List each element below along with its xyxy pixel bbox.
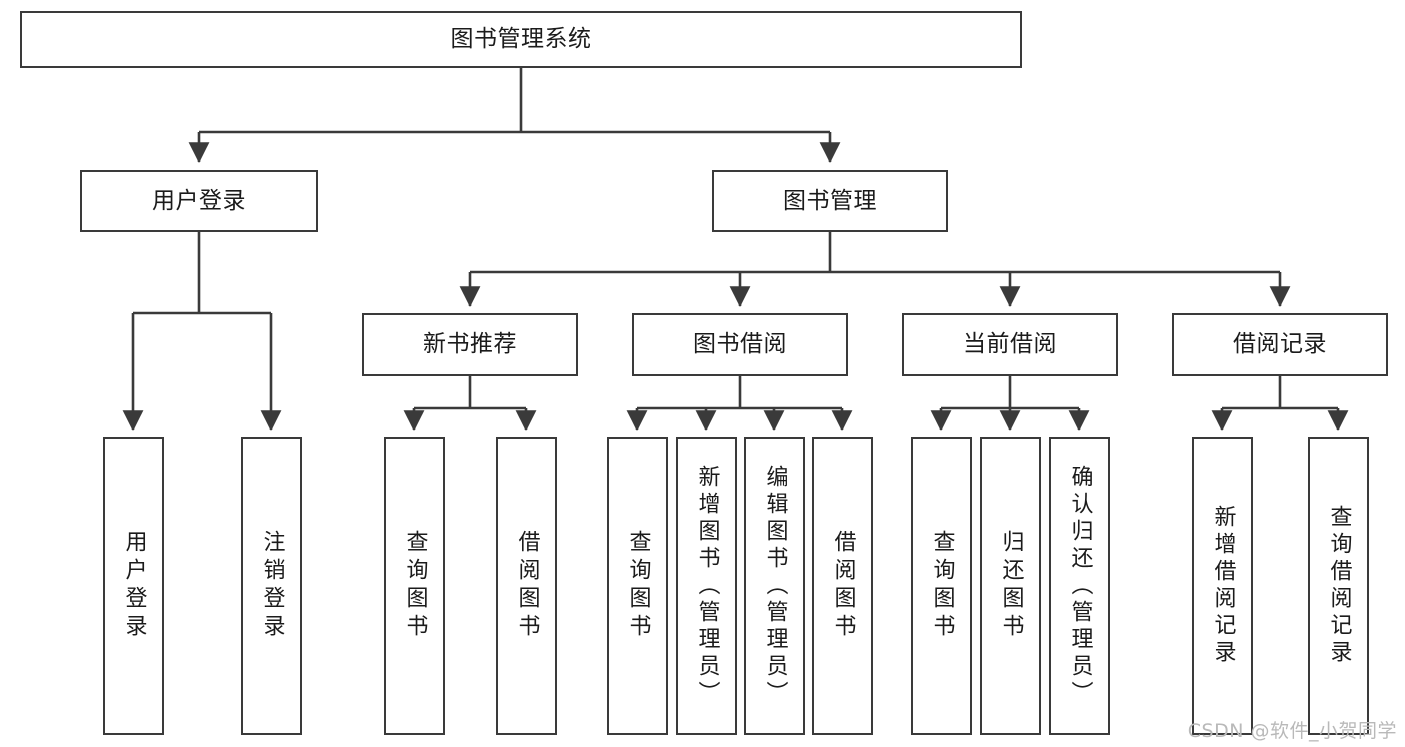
node-leaf-confirm-return-admin-label: 确认归还（管理员） bbox=[1067, 464, 1093, 708]
node-leaf-query-book-2-label: 查询图书 bbox=[625, 530, 651, 642]
node-leaf-query-borrow-record-label: 查询借阅记录 bbox=[1326, 505, 1352, 667]
node-leaf-query-borrow-record[interactable]: 查询借阅记录 bbox=[1308, 437, 1369, 735]
node-leaf-logout[interactable]: 注销登录 bbox=[241, 437, 302, 735]
node-leaf-return-book-label: 归还图书 bbox=[998, 530, 1024, 642]
node-user-login[interactable]: 用户登录 bbox=[80, 170, 318, 232]
node-leaf-add-borrow-record[interactable]: 新增借阅记录 bbox=[1192, 437, 1253, 735]
node-leaf-logout-label: 注销登录 bbox=[259, 530, 285, 642]
node-current-borrow[interactable]: 当前借阅 bbox=[902, 313, 1118, 376]
node-borrow-record[interactable]: 借阅记录 bbox=[1172, 313, 1388, 376]
node-root-label: 图书管理系统 bbox=[450, 26, 592, 53]
node-leaf-query-book-2[interactable]: 查询图书 bbox=[607, 437, 668, 735]
node-book-management[interactable]: 图书管理 bbox=[712, 170, 948, 232]
node-leaf-return-book[interactable]: 归还图书 bbox=[980, 437, 1041, 735]
node-leaf-user-login[interactable]: 用户登录 bbox=[103, 437, 164, 735]
node-leaf-add-book-admin-label: 新增图书（管理员） bbox=[694, 464, 720, 708]
node-leaf-user-login-label: 用户登录 bbox=[121, 530, 147, 642]
node-leaf-query-book-1-label: 查询图书 bbox=[402, 530, 428, 642]
node-borrow-record-label: 借阅记录 bbox=[1233, 331, 1327, 358]
node-new-book-recommend-label: 新书推荐 bbox=[423, 331, 517, 358]
node-user-login-label: 用户登录 bbox=[152, 187, 246, 214]
node-leaf-edit-book-admin-label: 编辑图书（管理员） bbox=[762, 464, 788, 708]
watermark: CSDN @软件_小贺同学 bbox=[1187, 720, 1397, 742]
node-leaf-query-book-1[interactable]: 查询图书 bbox=[384, 437, 445, 735]
node-leaf-borrow-book-2-label: 借阅图书 bbox=[830, 530, 856, 642]
node-root[interactable]: 图书管理系统 bbox=[20, 11, 1022, 68]
node-leaf-borrow-book-2[interactable]: 借阅图书 bbox=[812, 437, 873, 735]
node-new-book-recommend[interactable]: 新书推荐 bbox=[362, 313, 578, 376]
node-leaf-query-book-3-label: 查询图书 bbox=[929, 530, 955, 642]
node-leaf-confirm-return-admin[interactable]: 确认归还（管理员） bbox=[1049, 437, 1110, 735]
node-leaf-add-book-admin[interactable]: 新增图书（管理员） bbox=[676, 437, 737, 735]
node-leaf-borrow-book-1[interactable]: 借阅图书 bbox=[496, 437, 557, 735]
node-current-borrow-label: 当前借阅 bbox=[963, 331, 1057, 358]
node-leaf-borrow-book-1-label: 借阅图书 bbox=[514, 530, 540, 642]
node-leaf-query-book-3[interactable]: 查询图书 bbox=[911, 437, 972, 735]
node-book-borrow-label: 图书借阅 bbox=[693, 331, 787, 358]
node-book-borrow[interactable]: 图书借阅 bbox=[632, 313, 848, 376]
node-book-management-label: 图书管理 bbox=[783, 187, 877, 214]
node-leaf-add-borrow-record-label: 新增借阅记录 bbox=[1210, 505, 1236, 667]
node-leaf-edit-book-admin[interactable]: 编辑图书（管理员） bbox=[744, 437, 805, 735]
